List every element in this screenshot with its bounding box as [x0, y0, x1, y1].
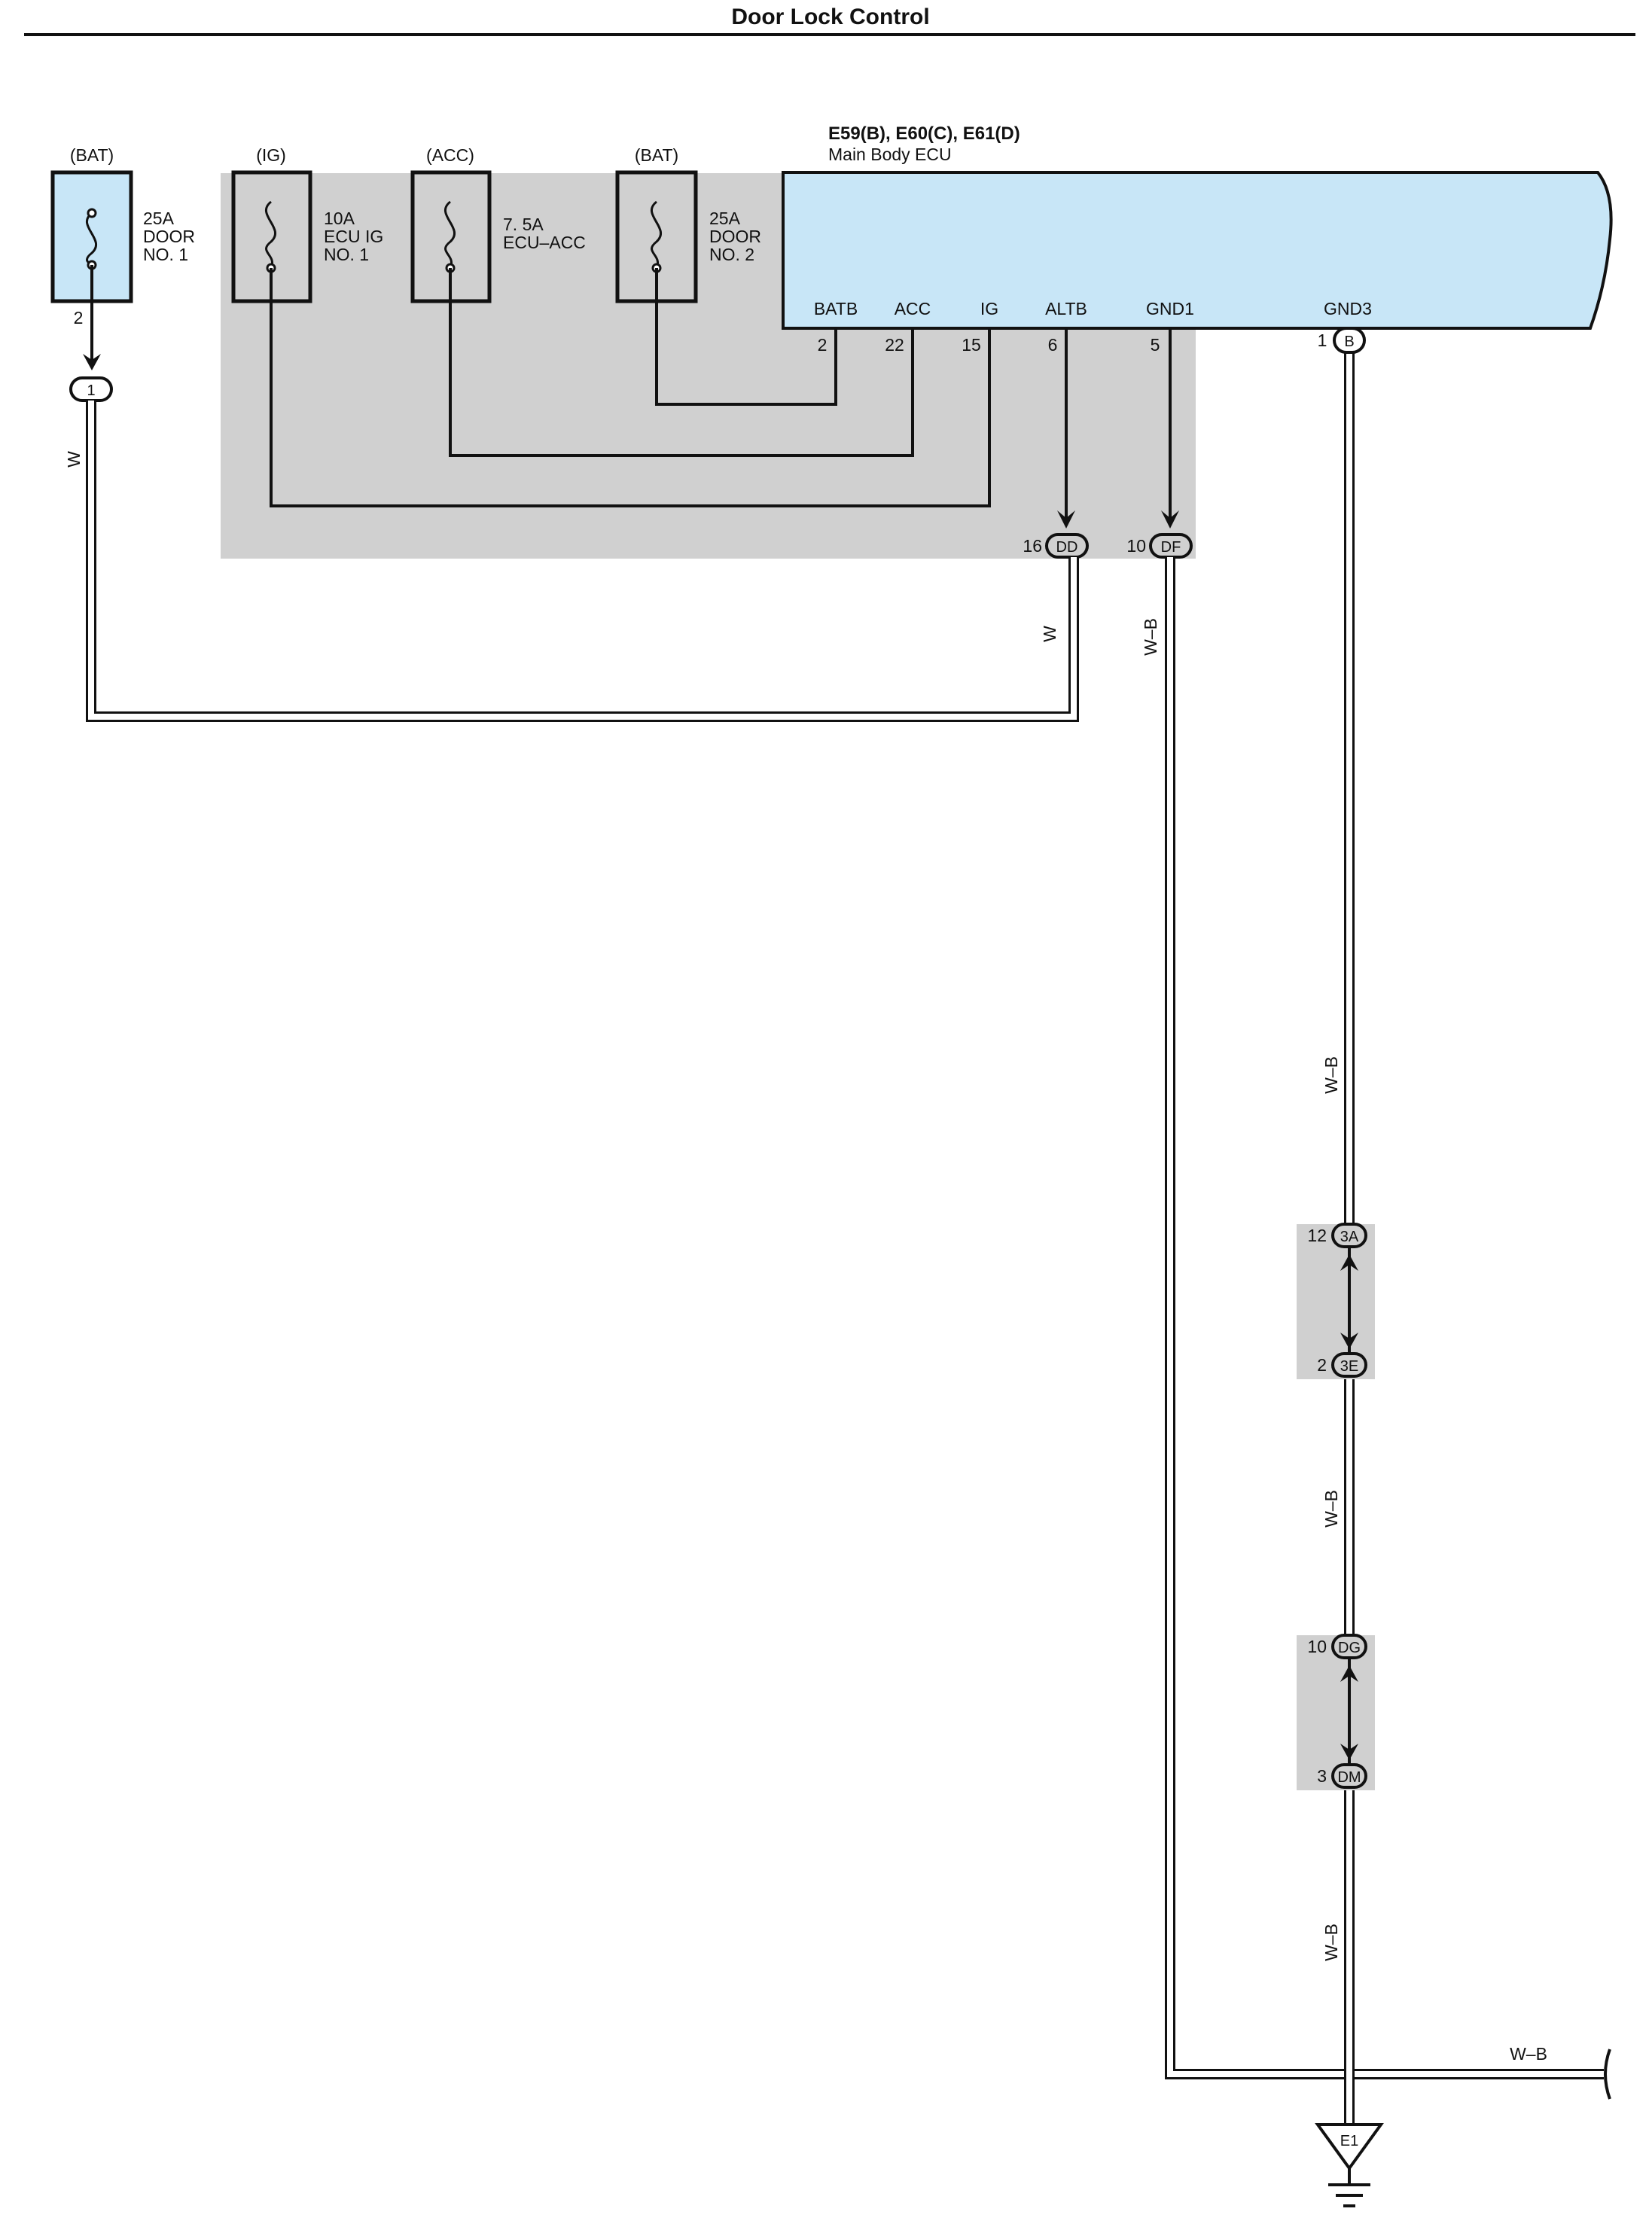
fuse-ecu-ig-no1: (IG) 10A ECU IG NO. 1	[231, 145, 383, 303]
connector-pair-3a-3e: 3A 12 3E 2	[1297, 1223, 1375, 1379]
wire-label-wb-gnd3-lower: W–B	[1321, 1924, 1341, 1961]
pin-acc: 22	[885, 335, 904, 355]
fuse-door-no2: (BAT) 25A DOOR NO. 2	[615, 145, 761, 303]
connector-pair-3a-3e-shade	[1297, 1224, 1375, 1379]
connector-3e-pin: 2	[1317, 1355, 1327, 1375]
fuse2-source: (IG)	[256, 145, 286, 165]
connector-dg-arrow-icon	[1340, 1665, 1358, 1682]
fuse3-element-icon	[444, 200, 456, 269]
fuse4-rating: 25A	[709, 209, 741, 228]
wire-label-wb-bus: W–B	[1510, 2044, 1547, 2064]
connector-dm-label: DM	[1337, 1769, 1361, 1786]
connector-pair-dg-dm: DG 10 DM 3	[1297, 1634, 1375, 1790]
fuse3-name1: ECU–ACC	[503, 233, 586, 252]
terminal-acc: ACC	[895, 299, 931, 318]
pin-ig: 15	[962, 335, 981, 355]
ground-triangle-icon	[1315, 2123, 1384, 2171]
pin-altb: 6	[1048, 335, 1058, 355]
fuse1-arrow-icon	[83, 354, 101, 370]
wire-label-w-left: W	[64, 451, 84, 468]
connector-3a-arrow-icon	[1340, 1254, 1358, 1271]
wire-label-w-dd: W	[1040, 626, 1059, 642]
fuse1-rating: 25A	[143, 209, 175, 228]
dd-arrow-icon	[1057, 510, 1075, 529]
fuse2-element-icon	[265, 200, 277, 269]
ecu-connectors-label: E59(B), E60(C), E61(D)	[828, 123, 1020, 144]
connector-dg-pin: 10	[1307, 1637, 1327, 1656]
ground-label: E1	[1340, 2133, 1358, 2149]
fuse3-source: (ACC)	[426, 145, 474, 165]
wire-label-wb-df: W–B	[1141, 618, 1160, 656]
fuse4-name2: NO. 2	[709, 245, 754, 264]
main-body-ecu-box	[782, 171, 1613, 330]
connector-dd	[1045, 533, 1089, 559]
connector-gnd3-b	[1333, 327, 1366, 354]
connector-dm-pin: 3	[1317, 1766, 1327, 1786]
fuse1-source: (BAT)	[70, 145, 114, 165]
fuse2-rating: 10A	[324, 209, 355, 228]
ecu-pin-numbers: 2 22 15 6 5 1	[818, 331, 1327, 355]
internal-wires	[270, 268, 991, 507]
fuse2-name1: ECU IG	[324, 227, 383, 246]
connector-3e-label: 3E	[1340, 1358, 1358, 1375]
ground-e1: E1	[1315, 2123, 1384, 2207]
fuse2-name2: NO. 1	[324, 245, 369, 264]
wire-wb-df: W–B W–B	[1141, 557, 1611, 2100]
pin-gnd3: 1	[1318, 331, 1327, 350]
fuse3-rating: 7. 5A	[503, 215, 544, 234]
ecu-name-label: Main Body ECU	[828, 145, 952, 164]
pin-gnd1: 5	[1151, 335, 1160, 355]
connector-dd-label: DD	[1056, 539, 1078, 556]
fuse1-name1: DOOR	[143, 227, 195, 246]
altb-gnd1-drops: 16 DD 10 DF	[1023, 328, 1193, 559]
connector-3a-pin: 12	[1307, 1226, 1327, 1245]
connector-df-label: DF	[1161, 539, 1181, 556]
dd-pin: 16	[1023, 536, 1042, 556]
fuse4-source: (BAT)	[635, 145, 678, 165]
connector-gnd3-b-label: B	[1344, 334, 1354, 350]
df-pin: 10	[1126, 536, 1146, 556]
terminal-gnd3: GND3	[1324, 299, 1372, 318]
terminal-altb: ALTB	[1045, 299, 1087, 318]
connector-1-label: 1	[87, 382, 95, 399]
fuse1-pin: 2	[74, 308, 84, 327]
pin-batb: 2	[818, 335, 828, 355]
fuse4-element-icon	[651, 200, 663, 269]
terminal-batb: BATB	[814, 299, 858, 318]
connector-3a-label: 3A	[1340, 1229, 1359, 1245]
wire-label-wb-gnd3-middle: W–B	[1321, 1490, 1341, 1528]
wire-break-icon	[1604, 2049, 1611, 2100]
ecu-terminal-labels: BATB ACC IG ALTB GND1 GND3	[814, 299, 1372, 318]
wire-fuse4-to-batb	[655, 268, 837, 406]
wire-label-wb-gnd3-upper: W–B	[1321, 1056, 1341, 1094]
wire-w-loop: W W	[64, 401, 1079, 722]
diagram-title: Door Lock Control	[731, 5, 929, 29]
connector-3e-arrow-icon	[1340, 1333, 1358, 1349]
wire-fuse3-to-acc	[449, 268, 914, 457]
terminal-gnd1: GND1	[1146, 299, 1194, 318]
fuse1-name2: NO. 1	[143, 245, 188, 264]
fuse-door-no1: (BAT) 25A DOOR NO. 1 2 1	[50, 145, 195, 402]
df-arrow-icon	[1161, 510, 1179, 529]
fuse4-name1: DOOR	[709, 227, 761, 246]
connector-pair-dg-dm-shade	[1297, 1635, 1375, 1790]
wire-fuse2-to-ig	[270, 268, 991, 507]
connector-dm-arrow-icon	[1340, 1744, 1358, 1760]
terminal-ig: IG	[980, 299, 998, 318]
connector-dg-label: DG	[1338, 1640, 1361, 1656]
